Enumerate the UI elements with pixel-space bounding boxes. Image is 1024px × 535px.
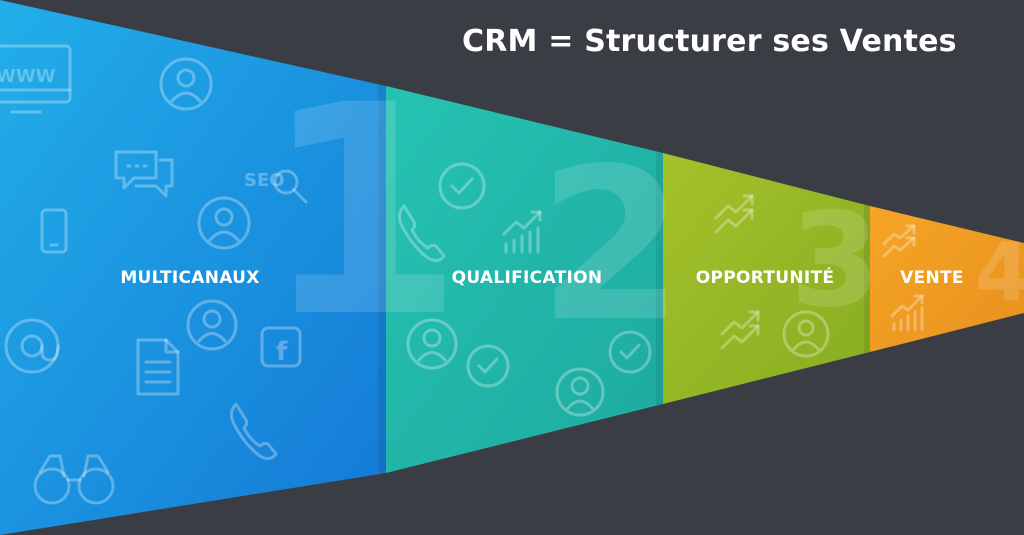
stage-label-vente: VENTE <box>900 268 964 288</box>
growth-chart-icon <box>890 294 924 332</box>
stage-number-4: 4 <box>975 226 1024 319</box>
svg-text:WWW: WWW <box>0 66 56 87</box>
checkmark-circle-icon <box>608 330 652 374</box>
funnel-segment-opportunite <box>663 153 870 404</box>
stage-number-1: 1 <box>262 44 464 381</box>
checkmark-circle-icon <box>466 344 510 388</box>
funnel-segment-multicanaux <box>0 0 386 535</box>
document-icon <box>136 338 180 396</box>
user-circle-icon <box>186 299 238 351</box>
user-circle-icon <box>555 367 605 417</box>
svg-text:SEO: SEO <box>244 170 285 191</box>
at-sign-icon <box>4 318 60 374</box>
growth-chart-icon <box>502 210 542 254</box>
phone-icon <box>397 204 446 263</box>
user-circle-icon <box>159 57 213 111</box>
user-circle-icon <box>782 310 830 358</box>
stage-label-qualification: QUALIFICATION <box>452 268 603 288</box>
stage-number-3: 3 <box>790 184 880 336</box>
stage-number-2: 2 <box>538 123 684 368</box>
stage-label-opportunite: OPPORTUNITÉ <box>696 266 835 288</box>
trend-arrow-icon <box>720 310 760 350</box>
funnel-segment-qualification <box>386 86 663 473</box>
funnel-segment-vente <box>870 206 1024 352</box>
smartphone-icon <box>40 208 68 254</box>
user-circle-icon <box>406 318 458 370</box>
trend-arrow-icon <box>882 224 916 258</box>
trend-arrow-icon <box>714 194 754 234</box>
web-browser-icon: WWW <box>0 44 72 114</box>
seo-search-icon: SEO <box>244 169 308 204</box>
user-circle-icon <box>197 196 251 250</box>
phone-icon <box>229 402 278 461</box>
checkmark-circle-icon <box>438 162 486 210</box>
facebook-icon: f <box>260 326 302 368</box>
page-title: CRM = Structurer ses Ventes <box>462 24 957 59</box>
binoculars-icon <box>33 454 115 505</box>
chat-bubbles-icon <box>114 150 174 198</box>
svg-text:f: f <box>276 337 288 367</box>
stage-label-multicanaux: MULTICANAUX <box>120 268 259 288</box>
